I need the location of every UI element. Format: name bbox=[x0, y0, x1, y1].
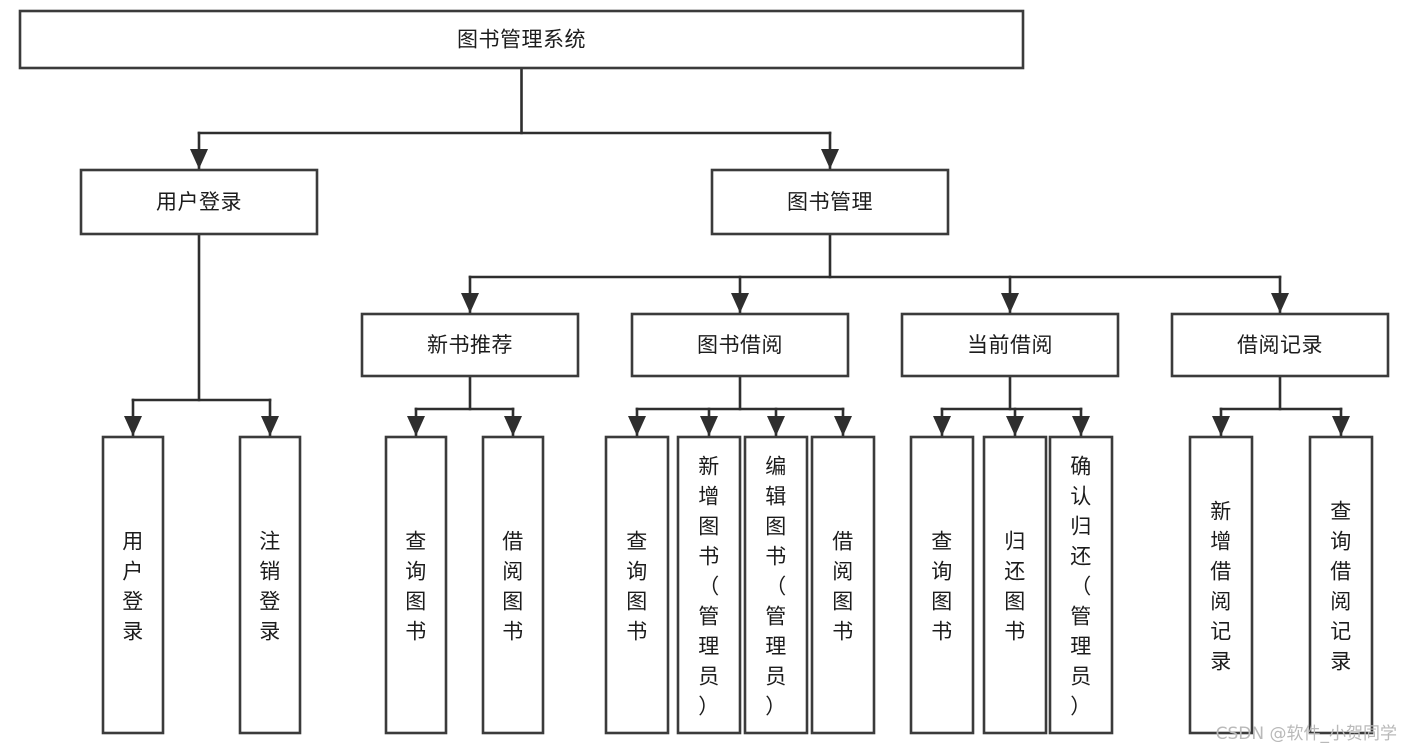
book-management-to-level3-branch-1-arrowhead bbox=[731, 293, 749, 313]
leaf-leaf-query-record-label: 查询借阅记录 bbox=[1330, 499, 1352, 673]
leaf-leaf-confirm-return-label: 确认归还（管理员） bbox=[1070, 454, 1092, 718]
new-book-recommend-to-leaves-branch-0-arrowhead bbox=[407, 416, 425, 436]
leaf-leaf-user-logout-label: 注销登录 bbox=[259, 529, 281, 643]
root-to-level2-branch-0-arrowhead bbox=[190, 149, 208, 169]
leaf-leaf-add-record-box[interactable] bbox=[1188, 435, 1254, 735]
leaf-leaf-borrow-book-1-label: 借阅图书 bbox=[502, 529, 524, 643]
leaf-leaf-query-book-1-label: 查询图书 bbox=[405, 529, 427, 643]
level3-current-borrow[interactable]: 当前借阅 bbox=[900, 312, 1120, 378]
level3-book-borrow-box[interactable] bbox=[630, 312, 850, 378]
leaf-leaf-user-login-label: 用户登录 bbox=[122, 529, 144, 643]
level3-borrow-record[interactable]: 借阅记录 bbox=[1170, 312, 1390, 378]
book-borrow-to-leaves-branch-1-arrowhead bbox=[700, 416, 718, 436]
node-boxes-layer: 图书管理系统用户登录图书管理新书推荐图书借阅当前借阅借阅记录用户登录注销登录查询… bbox=[18, 9, 1390, 735]
connector-edges-layer bbox=[124, 66, 1350, 438]
leaf-leaf-borrow-book-2-box[interactable] bbox=[810, 435, 876, 735]
leaf-leaf-edit-book-box[interactable] bbox=[743, 435, 809, 735]
level3-new-book-recommend-label: 新书推荐 bbox=[427, 333, 513, 357]
leaf-leaf-borrow-book-1[interactable]: 借阅图书 bbox=[481, 435, 545, 735]
level2-user-login-label: 用户登录 bbox=[156, 190, 242, 214]
leaf-leaf-query-record[interactable]: 查询借阅记录 bbox=[1308, 435, 1374, 735]
leaf-leaf-edit-book[interactable]: 编辑图书（管理员） bbox=[743, 435, 809, 735]
leaf-leaf-borrow-book-1-box[interactable] bbox=[481, 435, 545, 735]
level2-user-login[interactable]: 用户登录 bbox=[79, 168, 319, 236]
leaf-leaf-user-login[interactable]: 用户登录 bbox=[101, 435, 165, 735]
root-to-level2-branch-1-arrowhead bbox=[821, 149, 839, 169]
root-node-book-management-system[interactable]: 图书管理系统 bbox=[18, 9, 1025, 70]
leaf-leaf-query-book-2[interactable]: 查询图书 bbox=[604, 435, 670, 735]
leaf-leaf-user-logout[interactable]: 注销登录 bbox=[238, 435, 302, 735]
leaf-leaf-add-book-box[interactable] bbox=[676, 435, 742, 735]
leaf-leaf-add-book[interactable]: 新增图书（管理员） bbox=[676, 435, 742, 735]
user-login-to-leaves-branch-0-arrowhead bbox=[124, 416, 142, 436]
borrow-record-to-leaves-branch-0-arrowhead bbox=[1212, 416, 1230, 436]
root-node-book-management-system-label: 图书管理系统 bbox=[457, 28, 586, 52]
borrow-record-to-leaves-branch-1-arrowhead bbox=[1332, 416, 1350, 436]
current-borrow-to-leaves-branch-0-arrowhead bbox=[933, 416, 951, 436]
level3-borrow-record-box[interactable] bbox=[1170, 312, 1390, 378]
leaf-leaf-return-book-label: 归还图书 bbox=[1004, 529, 1026, 643]
leaf-leaf-return-book[interactable]: 归还图书 bbox=[982, 435, 1048, 735]
book-management-to-level3-branch-0-arrowhead bbox=[461, 293, 479, 313]
book-borrow-to-leaves-branch-0-arrowhead bbox=[628, 416, 646, 436]
book-management-to-level3-branch-3-arrowhead bbox=[1271, 293, 1289, 313]
level3-new-book-recommend-box[interactable] bbox=[360, 312, 580, 378]
leaf-leaf-borrow-book-2-label: 借阅图书 bbox=[832, 529, 854, 643]
new-book-recommend-to-leaves-branch-1-arrowhead bbox=[504, 416, 522, 436]
leaf-leaf-query-record-box[interactable] bbox=[1308, 435, 1374, 735]
leaf-leaf-add-book-label: 新增图书（管理员） bbox=[698, 454, 720, 718]
level2-book-management-box[interactable] bbox=[710, 168, 950, 236]
level2-book-management-label: 图书管理 bbox=[787, 190, 873, 214]
current-borrow-to-leaves-branch-1-arrowhead bbox=[1006, 416, 1024, 436]
level2-user-login-box[interactable] bbox=[79, 168, 319, 236]
leaf-leaf-confirm-return-box[interactable] bbox=[1048, 435, 1114, 735]
leaf-leaf-query-book-1-box[interactable] bbox=[384, 435, 448, 735]
book-borrow-to-leaves-branch-2-arrowhead bbox=[767, 416, 785, 436]
csdn-watermark: CSDN @软件_小贺同学 bbox=[1215, 724, 1397, 744]
leaf-leaf-user-logout-box[interactable] bbox=[238, 435, 302, 735]
leaf-leaf-confirm-return[interactable]: 确认归还（管理员） bbox=[1048, 435, 1114, 735]
leaf-leaf-query-book-3[interactable]: 查询图书 bbox=[909, 435, 975, 735]
level3-book-borrow-label: 图书借阅 bbox=[697, 333, 783, 357]
root-node-book-management-system-box[interactable] bbox=[18, 9, 1025, 70]
book-management-to-level3-branch-2-arrowhead bbox=[1001, 293, 1019, 313]
leaf-leaf-query-book-2-box[interactable] bbox=[604, 435, 670, 735]
leaf-leaf-query-book-3-label: 查询图书 bbox=[931, 529, 953, 643]
leaf-leaf-user-login-box[interactable] bbox=[101, 435, 165, 735]
level3-current-borrow-label: 当前借阅 bbox=[967, 333, 1053, 357]
current-borrow-to-leaves-branch-2-arrowhead bbox=[1072, 416, 1090, 436]
user-login-to-leaves-branch-1-arrowhead bbox=[261, 416, 279, 436]
leaf-leaf-add-record[interactable]: 新增借阅记录 bbox=[1188, 435, 1254, 735]
leaf-leaf-add-record-label: 新增借阅记录 bbox=[1210, 499, 1232, 673]
book-borrow-to-leaves-branch-3-arrowhead bbox=[834, 416, 852, 436]
level3-borrow-record-label: 借阅记录 bbox=[1237, 333, 1323, 357]
leaf-leaf-query-book-2-label: 查询图书 bbox=[626, 529, 648, 643]
leaf-leaf-edit-book-label: 编辑图书（管理员） bbox=[765, 454, 787, 718]
leaf-leaf-query-book-3-box[interactable] bbox=[909, 435, 975, 735]
leaf-leaf-return-book-box[interactable] bbox=[982, 435, 1048, 735]
level2-book-management[interactable]: 图书管理 bbox=[710, 168, 950, 236]
level3-current-borrow-box[interactable] bbox=[900, 312, 1120, 378]
leaf-leaf-query-book-1[interactable]: 查询图书 bbox=[384, 435, 448, 735]
level3-book-borrow[interactable]: 图书借阅 bbox=[630, 312, 850, 378]
level3-new-book-recommend[interactable]: 新书推荐 bbox=[360, 312, 580, 378]
leaf-leaf-borrow-book-2[interactable]: 借阅图书 bbox=[810, 435, 876, 735]
